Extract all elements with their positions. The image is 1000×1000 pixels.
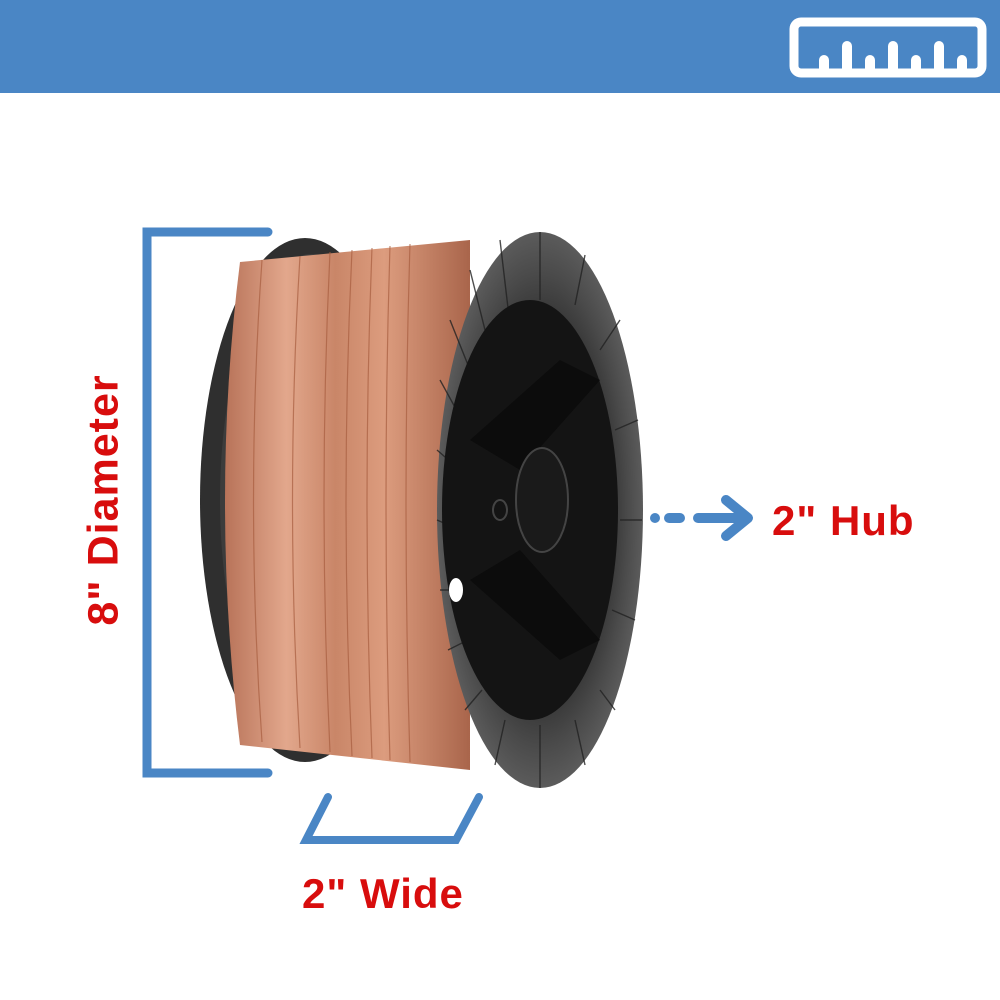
width-label: 2" Wide	[302, 870, 464, 917]
wire-spool-image	[200, 232, 643, 788]
diameter-label: 8" Diameter	[79, 374, 128, 626]
ruler-icon	[789, 17, 987, 78]
hub-arrow-icon	[650, 495, 753, 541]
hub-label: 2" Hub	[772, 497, 915, 544]
